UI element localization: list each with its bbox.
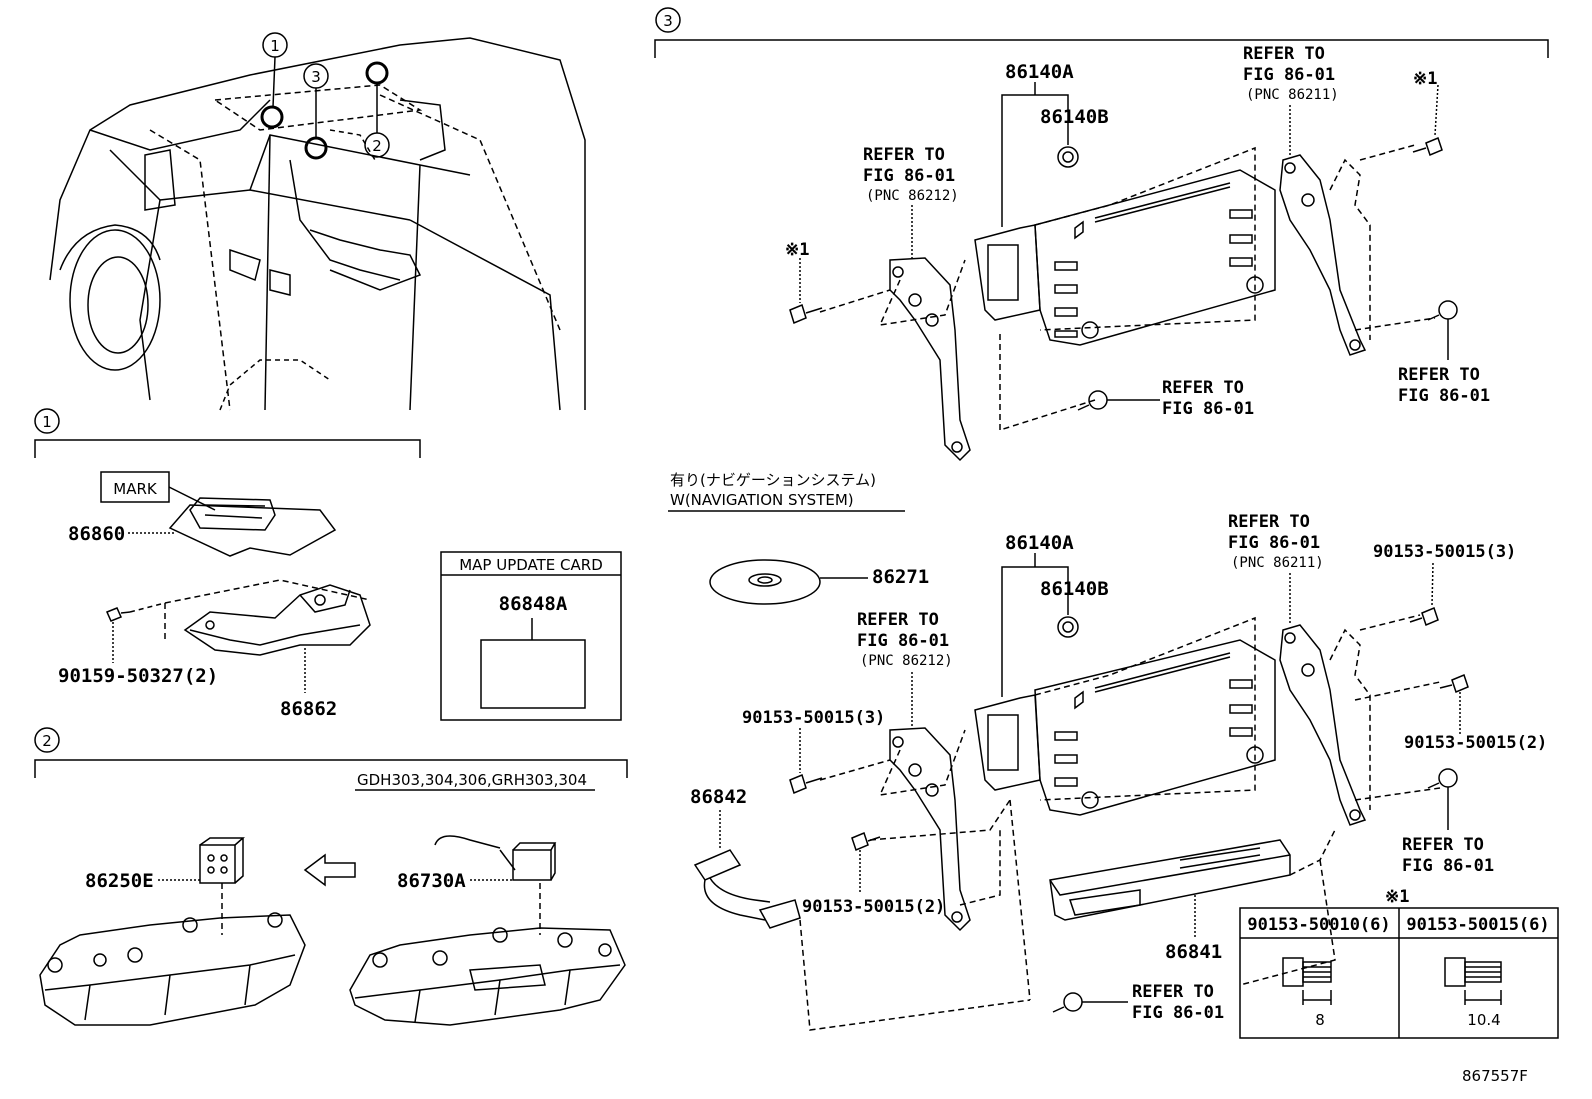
bolt-dim-2: 10.4 xyxy=(1467,1011,1500,1029)
part-86140A-bottom-label: 86140A xyxy=(1005,532,1074,554)
vehicle-illustration xyxy=(49,32,586,411)
refer-left-top-line3: (PNC 86212) xyxy=(866,188,959,204)
bolt-tr-label: 90153-50015(3) xyxy=(1373,542,1516,562)
refer-r-bottom-line1: REFER TO xyxy=(1402,835,1484,855)
section-1-number: 1 xyxy=(42,413,52,431)
bracket-left-top xyxy=(889,257,971,462)
part-90159-label: 90159-50327(2) xyxy=(58,665,218,687)
part-86140B-bottom-label: 86140B xyxy=(1040,578,1109,600)
part-86860-illustration xyxy=(168,497,337,557)
refer-left-bottom-line1: REFER TO xyxy=(857,610,939,630)
overhead-console-right xyxy=(349,927,626,1026)
bolt-bottom-tr-icon xyxy=(1409,606,1439,627)
part-86862-label: 86862 xyxy=(280,698,337,720)
refer-bottom-top-line2: FIG 86-01 xyxy=(1162,399,1254,419)
vehicle-callout-2: 2 xyxy=(372,137,382,155)
section-3-bracket xyxy=(654,39,1549,58)
refer-left-top-line2: FIG 86-01 xyxy=(863,166,955,186)
part-86848A-label: 86848A xyxy=(499,593,568,615)
refer-right-top-line3: (PNC 86211) xyxy=(1246,87,1339,103)
refer-right-top-line1: REFER TO xyxy=(1243,44,1325,64)
head-unit-bottom-illustration xyxy=(974,639,1276,816)
bolt-bottom-right-icon xyxy=(1439,673,1469,694)
bolt-top-right-icon xyxy=(1412,136,1443,157)
part-86271-label: 86271 xyxy=(872,566,929,588)
bolt-top-rb-icon xyxy=(1427,300,1458,321)
vehicle-callout-3: 3 xyxy=(311,68,321,86)
part-86140A-top-label: 86140A xyxy=(1005,61,1074,83)
bolt-bottom-rb-icon xyxy=(1427,768,1458,789)
section-2-bracket xyxy=(34,759,628,778)
map-update-card-panel xyxy=(440,551,622,721)
map-update-card-title: MAP UPDATE CARD xyxy=(459,556,603,574)
section-3-number: 3 xyxy=(663,12,673,30)
part-86860-label: 86860 xyxy=(68,523,125,545)
refer-left-bottom-line3: (PNC 86212) xyxy=(860,653,953,669)
refer-bottom-top-line1: REFER TO xyxy=(1162,378,1244,398)
overhead-console-left xyxy=(39,912,306,1026)
section-2-badge xyxy=(34,727,60,753)
arrow-left-icon xyxy=(303,853,356,887)
part-86250E-label: 86250E xyxy=(85,870,154,892)
bolt-table-col1: 90153-50010(6) xyxy=(1247,915,1390,935)
bolt-bottom-left-icon xyxy=(789,773,823,795)
refer-r-bottom-line2: FIG 86-01 xyxy=(1402,856,1494,876)
disc-86271-illustration xyxy=(709,559,821,605)
part-86841-label: 86841 xyxy=(1165,941,1222,963)
refer-b-bottom-line2: FIG 86-01 xyxy=(1132,1003,1224,1023)
part-86842-label: 86842 xyxy=(690,786,747,808)
mark1-top-right: ※1 xyxy=(1413,69,1437,89)
model-codes-label: GDH303,304,306,GRH303,304 xyxy=(357,771,587,789)
bolt-large-icon xyxy=(1444,957,1502,1005)
refer-right-top-line2: FIG 86-01 xyxy=(1243,65,1335,85)
section-1-bracket xyxy=(34,439,421,458)
bolt-bottom-bottom-icon xyxy=(1052,992,1083,1013)
nav-header-en: W(NAVIGATION SYSTEM) xyxy=(670,491,854,509)
refer-right-bottom-line3: (PNC 86211) xyxy=(1231,555,1324,571)
section-1-guide xyxy=(164,579,371,604)
nav-header-jp: 有り(ナビゲーションシステム) xyxy=(670,471,876,489)
bolt-top-left-icon xyxy=(789,303,823,325)
bracket-right-bottom xyxy=(1279,624,1367,826)
mark-label: MARK xyxy=(113,480,158,498)
nut-86140B-top-icon xyxy=(1057,146,1079,168)
bolt-table-mark: ※1 xyxy=(1385,887,1409,907)
bolt-small-icon xyxy=(1282,957,1332,1005)
vehicle-callout-1: 1 xyxy=(270,37,280,55)
bolt-dim-1: 8 xyxy=(1315,1011,1325,1029)
part-86730A-illustration xyxy=(434,835,557,881)
refer-right-bottom-line1: REFER TO xyxy=(1228,512,1310,532)
bolt-table-col2: 90153-50015(6) xyxy=(1406,915,1549,935)
bracket-right-top xyxy=(1279,154,1367,356)
bolt-left-label: 90153-50015(3) xyxy=(742,708,885,728)
bracket-left-bottom xyxy=(889,727,971,932)
section-1-badge xyxy=(34,408,60,434)
part-86862-illustration xyxy=(183,584,371,656)
mark1-top-left: ※1 xyxy=(785,240,809,260)
refer-br-top-line2: FIG 86-01 xyxy=(1398,386,1490,406)
part-86140B-top-label: 86140B xyxy=(1040,106,1109,128)
part-86842-illustration xyxy=(693,849,801,929)
section-3-badge xyxy=(655,7,681,33)
section-2-number: 2 xyxy=(42,732,52,750)
part-86730A-label: 86730A xyxy=(397,870,466,892)
nut-86140B-bottom-icon xyxy=(1057,616,1079,638)
refer-br-top-line1: REFER TO xyxy=(1398,365,1480,385)
head-unit-top-illustration xyxy=(974,169,1276,346)
bolt-right-label: 90153-50015(2) xyxy=(1404,733,1547,753)
part-86250E-illustration xyxy=(199,837,245,884)
bolt-center-label: 90153-50015(2) xyxy=(802,897,945,917)
refer-left-bottom-line2: FIG 86-01 xyxy=(857,631,949,651)
refer-b-bottom-line1: REFER TO xyxy=(1132,982,1214,1002)
bolt-90159-icon xyxy=(105,607,131,622)
figure-id: 867557F xyxy=(1462,1067,1528,1085)
bolt-bottom-center-icon xyxy=(851,831,881,852)
refer-left-top-line1: REFER TO xyxy=(863,145,945,165)
bolt-table xyxy=(1239,907,1559,1039)
refer-right-bottom-line2: FIG 86-01 xyxy=(1228,533,1320,553)
